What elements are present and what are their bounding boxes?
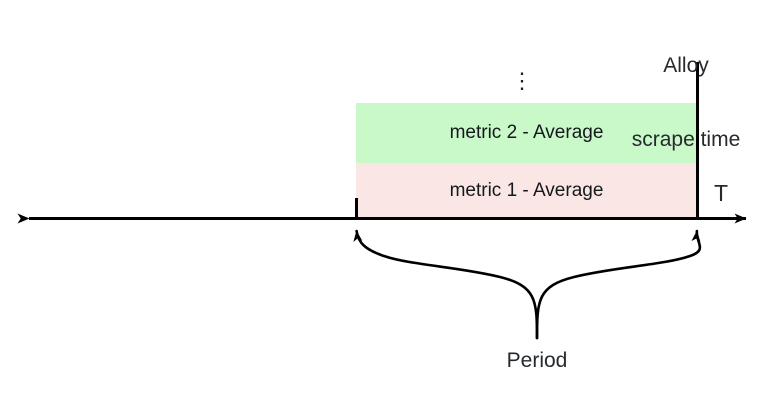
scrape-time-annotation: Alloy scrape time [596,4,776,202]
vertical-ellipsis-icon: ⋮ [511,68,533,93]
scrape-time-annotation-line2: scrape time [631,127,741,151]
metric-2-band [356,103,697,163]
scrape-time-annotation-line1: Alloy [663,53,709,77]
metric-1-band [356,163,697,218]
period-label: Period [506,349,568,372]
period-brace [353,229,702,340]
axis-label-t: T [713,180,729,206]
metric-1-band-label: metric 1 - Average [449,180,604,201]
metric-2-band-label: metric 2 - Average [449,122,604,143]
